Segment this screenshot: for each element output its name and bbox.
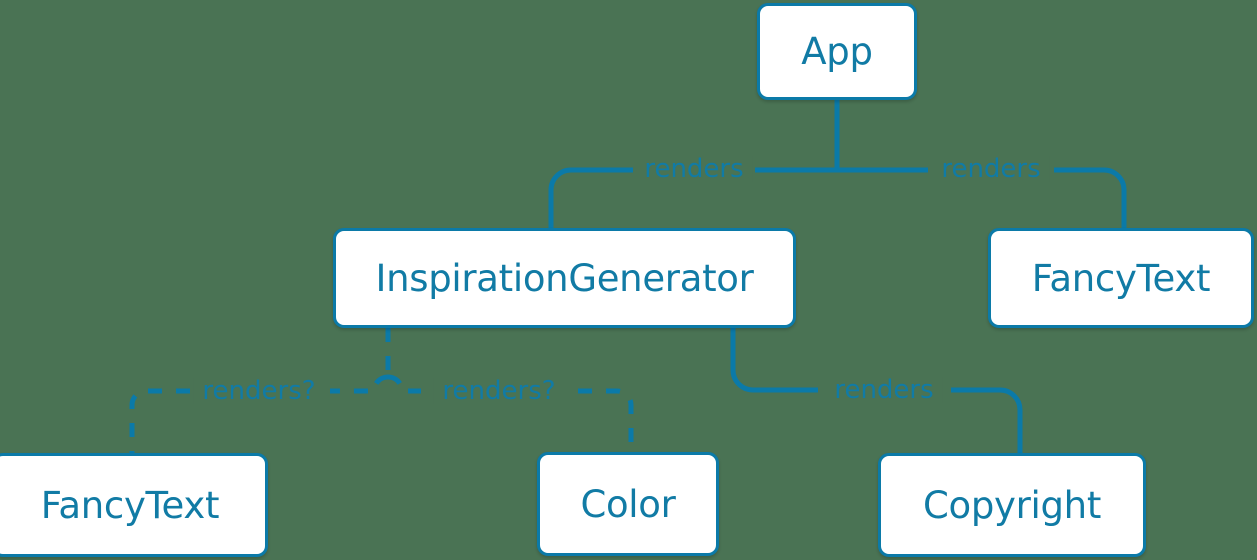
edge-label-app-inspirationgenerator: renders	[635, 156, 753, 182]
node-color[interactable]: Color	[537, 452, 719, 556]
edge-inspirationgenerator-copyright	[730, 328, 818, 393]
edge-inspirationgenerator-fancytext	[330, 374, 389, 394]
edge-inspirationgenerator-color	[387, 374, 421, 394]
node-color-label: Color	[580, 482, 676, 526]
node-copyright-label: Copyright	[922, 483, 1102, 527]
node-fancytext-bottom[interactable]: FancyText	[0, 453, 268, 557]
node-fancytext-top-label: FancyText	[1031, 256, 1211, 300]
node-app[interactable]: App	[757, 3, 917, 100]
node-fancytext-bottom-label: FancyText	[40, 483, 220, 527]
edge-app-inspirationgenerator-2	[548, 167, 633, 230]
edge-inspirationgenerator-fancytext-2	[129, 388, 190, 455]
node-fancytext-top[interactable]: FancyText	[988, 228, 1254, 328]
edge-label-app-fancytext: renders	[932, 156, 1050, 182]
edge-inspirationgenerator-copyright-2	[951, 387, 1023, 455]
node-copyright[interactable]: Copyright	[878, 453, 1146, 557]
edge-label-inspirationgenerator-color: renders?	[433, 378, 565, 404]
edge-label-inspirationgenerator-fancytext: renders?	[193, 378, 325, 404]
edge-inspirationgenerator-color-2	[578, 388, 634, 455]
node-app-label: App	[801, 30, 873, 73]
edge-app-fancytext-2	[1054, 167, 1127, 230]
node-inspirationgenerator-label: InspirationGenerator	[375, 256, 754, 300]
edge-label-inspirationgenerator-copyright: renders	[825, 377, 943, 403]
node-inspirationgenerator[interactable]: InspirationGenerator	[333, 228, 796, 328]
